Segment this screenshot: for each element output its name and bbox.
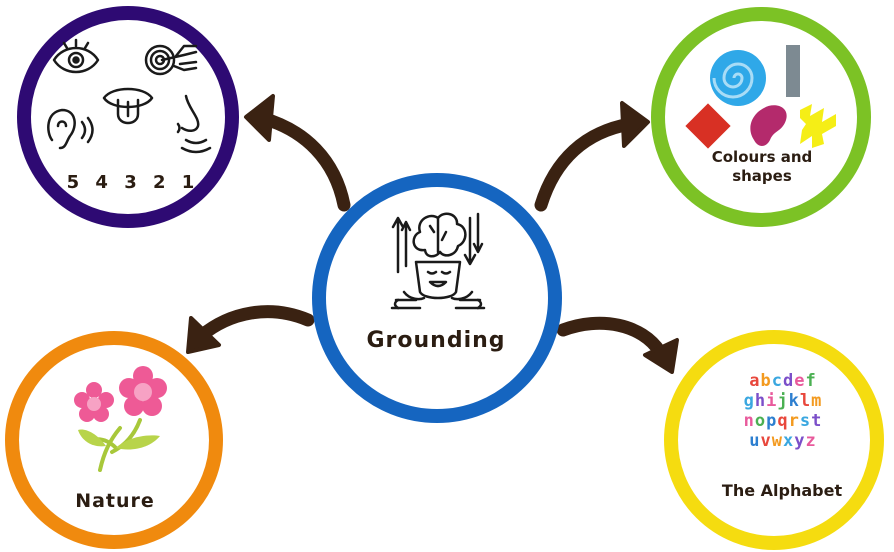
flowers-icon <box>74 366 167 472</box>
arrows <box>186 94 679 374</box>
arrow-to-senses <box>244 94 351 212</box>
eye-icon <box>52 38 100 74</box>
alphabet-row: uvwxyz <box>749 431 817 451</box>
alphabet-row: abcdef <box>749 371 817 391</box>
alphabet-label: The Alphabet <box>721 481 843 500</box>
touch-hand-icon <box>144 44 198 76</box>
colours-label-line-2: shapes <box>732 167 792 185</box>
yellow-zigzag-shape <box>800 104 836 148</box>
nose-icon <box>176 94 212 154</box>
ear-icon <box>47 108 94 150</box>
senses-label: 5 4 3 2 1 <box>66 172 200 193</box>
tongue-icon <box>102 87 154 125</box>
arrow-to-alphabet <box>556 316 679 374</box>
magenta-blob-shape <box>750 105 787 146</box>
center-label: Grounding <box>366 328 506 353</box>
alphabet-row: nopqrst <box>743 411 823 431</box>
colours-label-line-1: Colours and <box>711 148 813 166</box>
flower-large <box>119 366 167 416</box>
senses-icons <box>47 38 212 154</box>
alphabet-row: ghijklm <box>743 391 823 411</box>
grey-bar-shape <box>786 45 800 97</box>
nature-label: Nature <box>75 490 155 512</box>
meditation-brain-icon <box>390 212 486 310</box>
arrow-to-colours <box>534 101 650 212</box>
blue-swirl-shape <box>710 50 766 106</box>
alphabet-ring <box>664 330 884 550</box>
colours-label: Colours and shapes <box>693 148 831 186</box>
flower-small <box>74 382 114 422</box>
arrow-to-nature <box>186 305 315 354</box>
